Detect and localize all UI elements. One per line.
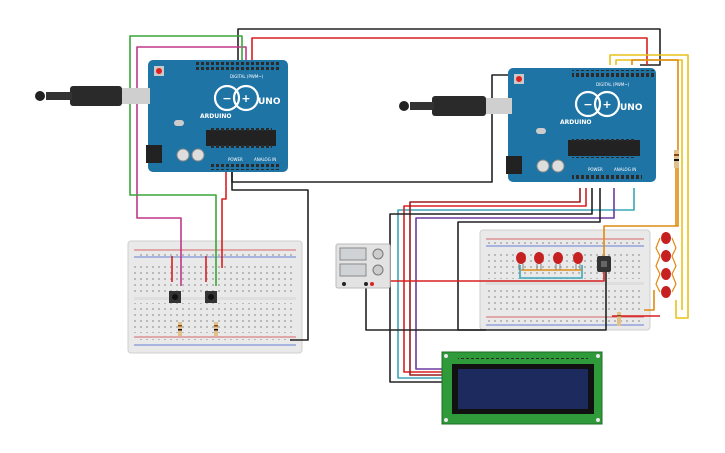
- svg-text:−: −: [583, 98, 592, 111]
- led-icon: [534, 252, 544, 270]
- power-header: [572, 174, 642, 180]
- power-supply: [335, 243, 391, 289]
- led-icon: [661, 232, 671, 244]
- board-brand: ARDUINO: [200, 113, 231, 120]
- wire-red-top: [251, 37, 648, 67]
- board-brand: ARDUINO: [560, 119, 591, 126]
- potentiometer-icon: [597, 256, 611, 272]
- resistor-icon: [674, 150, 679, 168]
- digital-label: DIGITAL (PWM~): [230, 74, 264, 79]
- wire-orange: [603, 59, 679, 262]
- board-model: UNO: [258, 97, 281, 107]
- wire-red-lcd: [403, 188, 587, 373]
- breadboard-right: [479, 229, 651, 331]
- resistor-icon: [214, 322, 218, 336]
- led-stack: [655, 232, 677, 298]
- resistor-icon: [617, 312, 621, 326]
- usb-plug-icon: [35, 86, 150, 106]
- push-button-icon: [205, 291, 217, 303]
- microcontroller-chip: [206, 130, 276, 146]
- wires: [129, 28, 689, 383]
- usb-plug-icon: [399, 96, 512, 116]
- analog-label: ANALOG IN: [254, 157, 276, 162]
- lcd-display: [441, 351, 603, 425]
- wire-black-top: [237, 28, 661, 67]
- wire-yellow: [609, 54, 689, 319]
- analog-label: ANALOG IN: [614, 167, 636, 172]
- power-jack: [506, 156, 522, 174]
- led-icon: [553, 252, 563, 270]
- microcontroller-chip: [568, 140, 640, 156]
- push-button-icon: [169, 291, 181, 303]
- wire-red-left: [221, 172, 227, 268]
- digital-label: DIGITAL (PWM~): [596, 82, 630, 87]
- led-row: [516, 252, 583, 270]
- svg-text:+: +: [241, 92, 250, 105]
- wire-teal: [397, 188, 635, 379]
- resistor-icon: [178, 322, 182, 336]
- led-icon: [573, 252, 583, 270]
- wire-black-left: [231, 172, 309, 341]
- wire-black-mid: [231, 74, 518, 183]
- svg-text:+: +: [602, 98, 611, 111]
- led-icon: [661, 268, 671, 280]
- wire-magenta: [136, 46, 247, 286]
- svg-text:−: −: [222, 92, 231, 105]
- board-model: UNO: [620, 103, 643, 113]
- wire-green: [129, 35, 243, 286]
- wire-purple: [415, 188, 615, 370]
- digital-header: [572, 70, 654, 78]
- power-label: POWER: [228, 157, 243, 162]
- wire-black-lcd: [389, 188, 593, 383]
- wire-darkred-lcd: [409, 188, 581, 376]
- power-jack: [146, 145, 162, 163]
- digital-header: [196, 62, 280, 70]
- led-icon: [516, 252, 526, 270]
- power-label: POWER: [588, 167, 603, 172]
- led-icon: [661, 250, 671, 262]
- arduino-left: − + ARDUINO UNO DIGITAL (PWM~) POWER ANA…: [146, 60, 288, 172]
- led-icon: [661, 286, 671, 298]
- arduino-right: − + ARDUINO UNO DIGITAL (PWM~) POWER ANA…: [506, 68, 656, 182]
- power-header: [210, 164, 280, 170]
